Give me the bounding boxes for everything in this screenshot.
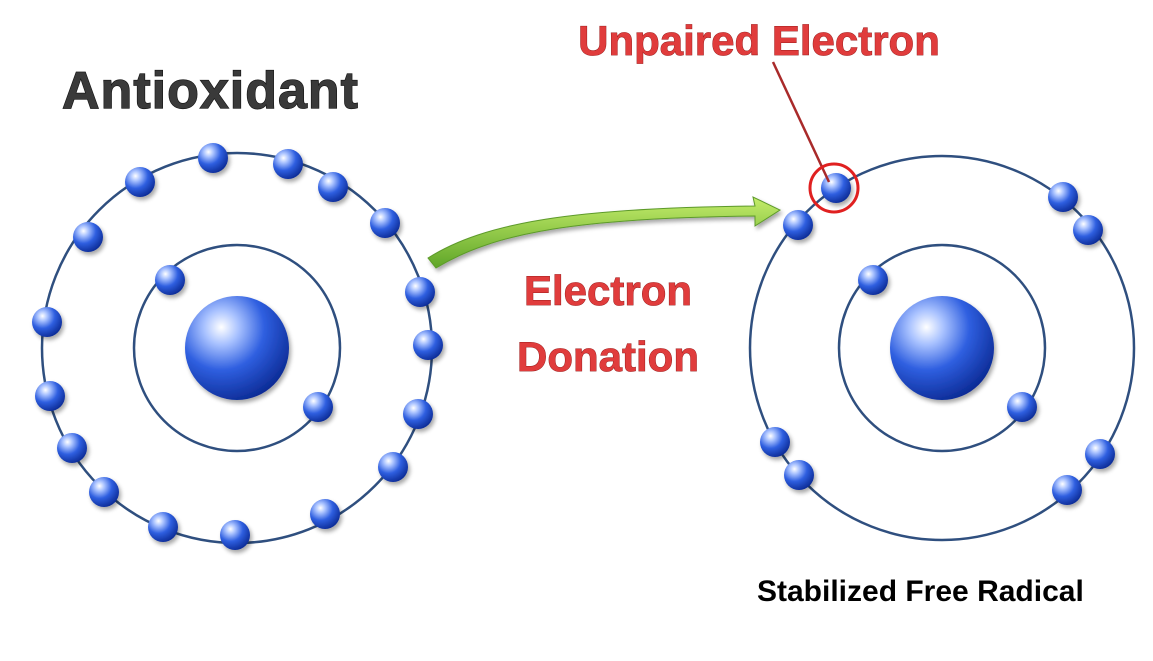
electron-icon bbox=[32, 307, 62, 337]
outer-orbit bbox=[748, 154, 1136, 542]
electron-icon bbox=[310, 499, 340, 529]
electron-icon bbox=[318, 172, 348, 202]
electron-icon bbox=[413, 330, 443, 360]
highlight-circle-icon bbox=[808, 162, 860, 214]
electron-icon bbox=[273, 149, 303, 179]
electron-icon bbox=[125, 167, 155, 197]
electron-icon bbox=[57, 433, 87, 463]
electron-icon bbox=[1052, 475, 1082, 505]
inner-orbit bbox=[132, 243, 342, 453]
antioxidant-title: Antioxidant bbox=[62, 62, 359, 120]
electron-icon bbox=[784, 460, 814, 490]
unpaired-electron-label: Unpaired Electron bbox=[578, 17, 940, 64]
electron-icon bbox=[370, 208, 400, 238]
electron-icon bbox=[403, 399, 433, 429]
electron-icon bbox=[1007, 392, 1037, 422]
pointer-line bbox=[771, 61, 831, 183]
arrow-icon bbox=[427, 196, 782, 269]
nucleus-icon bbox=[890, 296, 994, 400]
electron-icon bbox=[198, 143, 228, 173]
electron-icon bbox=[73, 222, 103, 252]
electron-icon bbox=[155, 265, 185, 295]
electron-group bbox=[32, 143, 443, 550]
electron-icon bbox=[35, 381, 65, 411]
electron-icon bbox=[1073, 215, 1103, 245]
nucleus-icon bbox=[185, 296, 289, 400]
stabilized-free-radical-atom bbox=[748, 154, 1136, 542]
electron-icon bbox=[405, 277, 435, 307]
electron-icon bbox=[783, 210, 813, 240]
electron-icon bbox=[303, 392, 333, 422]
electron-icon bbox=[858, 265, 888, 295]
electron-icon bbox=[1085, 439, 1115, 469]
electron-icon bbox=[220, 520, 250, 550]
stabilized-free-radical-label: Stabilized Free Radical bbox=[757, 575, 1084, 608]
electron-icon bbox=[378, 452, 408, 482]
electron-icon bbox=[1048, 182, 1078, 212]
electron-icon bbox=[821, 173, 851, 203]
electron-donation-label-line2: Donation bbox=[517, 333, 699, 380]
electron-icon bbox=[89, 477, 119, 507]
electron-donation-label-line1: Electron bbox=[524, 267, 692, 314]
inner-orbit bbox=[837, 243, 1047, 453]
electron-icon bbox=[760, 427, 790, 457]
electron-icon bbox=[148, 512, 178, 542]
antioxidant-atom bbox=[32, 143, 443, 550]
